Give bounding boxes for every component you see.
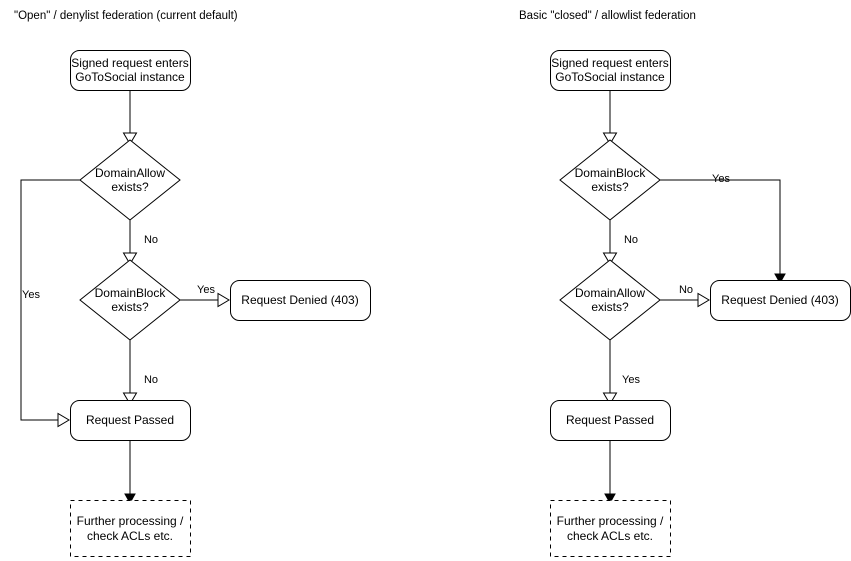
- right-decision-domainallow-label-line2: exists?: [591, 300, 629, 314]
- left-request-denied-label: Request Denied (403): [241, 293, 358, 307]
- right-edge-block-yes-label: Yes: [712, 173, 730, 185]
- left-edge-block-yes: Yes: [180, 284, 230, 308]
- left-decision-domainblock-label-line2: exists?: [111, 300, 149, 314]
- left-start-label-line1: Signed request enters: [71, 56, 188, 70]
- right-further-processing-label-line2: check ACLs etc.: [567, 529, 653, 543]
- right-start-label-line1: Signed request enters: [551, 56, 668, 70]
- right-edge-start-to-block: [602, 91, 618, 145]
- right-start-shape: [550, 50, 671, 91]
- left-further-processing-shape: [70, 500, 191, 557]
- right-request-denied-node: Request Denied (403): [710, 280, 851, 321]
- right-edge-allow-yes: Yes: [602, 340, 640, 405]
- left-panel-title: "Open" / denylist federation (current de…: [14, 10, 238, 22]
- left-decision-domainblock-label-line1: DomainBlock: [95, 286, 167, 300]
- right-request-passed-shape: [550, 400, 671, 441]
- right-decision-domainblock: DomainBlock exists?: [559, 139, 661, 221]
- right-decision-domainallow-label-line1: DomainAllow: [575, 286, 645, 300]
- right-edge-passed-to-further: [604, 441, 616, 505]
- right-panel-title: Basic "closed" / allowlist federation: [519, 10, 696, 22]
- left-request-passed-shape: [70, 400, 191, 441]
- right-further-processing-shape: [550, 500, 671, 557]
- left-edge-block-no-label: No: [144, 374, 158, 386]
- right-edge-allow-no-label: No: [679, 284, 693, 296]
- right-edge-block-yes: Yes: [660, 173, 786, 285]
- left-further-processing-node: Further processing / check ACLs etc.: [70, 500, 191, 557]
- left-edge-allow-no-label: No: [144, 234, 158, 246]
- panel-closed-allowlist: Basic "closed" / allowlist federation Si…: [519, 10, 851, 557]
- right-start-node: Signed request enters GoToSocial instanc…: [550, 50, 671, 91]
- right-edge-block-no-label: No: [624, 234, 638, 246]
- right-request-denied-label: Request Denied (403): [721, 293, 838, 307]
- panel-open-denylist: "Open" / denylist federation (current de…: [14, 10, 371, 557]
- left-edge-block-yes-label: Yes: [197, 284, 215, 296]
- right-decision-domainallow: DomainAllow exists?: [559, 259, 661, 341]
- right-decision-domainblock-label-line1: DomainBlock: [575, 166, 647, 180]
- right-edge-allow-no: No: [660, 284, 710, 308]
- left-start-node: Signed request enters GoToSocial instanc…: [70, 50, 191, 91]
- right-request-passed-node: Request Passed: [550, 400, 671, 441]
- left-decision-domainallow-label-line2: exists?: [111, 180, 149, 194]
- left-further-processing-label-line2: check ACLs etc.: [87, 529, 173, 543]
- left-request-passed-label: Request Passed: [86, 413, 174, 427]
- left-start-shape: [70, 50, 191, 91]
- left-request-denied-node: Request Denied (403): [230, 280, 371, 321]
- left-edge-start-to-allow: [122, 91, 138, 145]
- right-further-processing-label-line1: Further processing /: [557, 514, 664, 528]
- left-edge-allow-yes-label: Yes: [22, 289, 40, 301]
- right-decision-domainblock-label-line2: exists?: [591, 180, 629, 194]
- right-start-label-line2: GoToSocial instance: [555, 70, 665, 84]
- right-request-passed-label: Request Passed: [566, 413, 654, 427]
- left-decision-domainallow-label-line1: DomainAllow: [95, 166, 165, 180]
- left-edge-allow-yes: Yes: [20, 179, 80, 428]
- right-edge-block-no: No: [602, 220, 638, 265]
- left-edge-passed-to-further: [124, 441, 136, 505]
- left-edge-allow-no: No: [122, 220, 158, 265]
- left-start-label-line2: GoToSocial instance: [75, 70, 185, 84]
- right-edge-allow-yes-label: Yes: [622, 374, 640, 386]
- left-further-processing-label-line1: Further processing /: [77, 514, 184, 528]
- left-edge-block-no: No: [122, 340, 158, 405]
- left-decision-domainallow: DomainAllow exists?: [79, 139, 181, 221]
- left-request-denied-shape: [230, 280, 371, 321]
- right-further-processing-node: Further processing / check ACLs etc.: [550, 500, 671, 557]
- left-request-passed-node: Request Passed: [70, 400, 191, 441]
- left-decision-domainblock: DomainBlock exists?: [79, 259, 181, 341]
